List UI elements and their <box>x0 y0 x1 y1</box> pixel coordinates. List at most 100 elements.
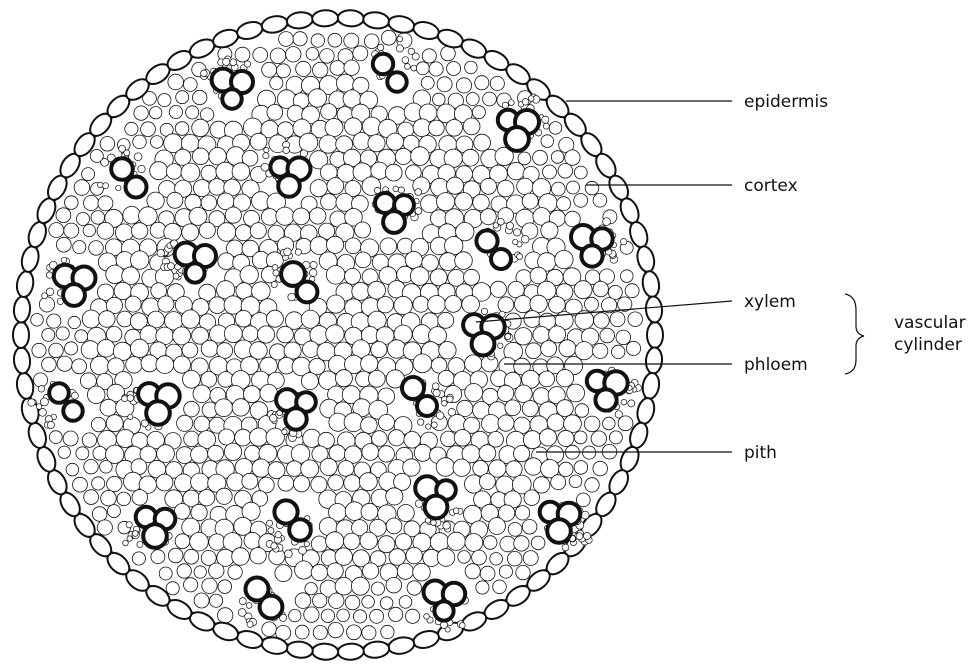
parenchyma-cell <box>76 447 89 460</box>
parenchyma-cell <box>166 582 179 595</box>
parenchyma-cell <box>92 477 105 490</box>
parenchyma-cell <box>428 296 446 314</box>
parenchyma-cell <box>47 314 61 328</box>
parenchyma-cell <box>177 564 191 578</box>
parenchyma-cell <box>65 196 79 210</box>
parenchyma-cell <box>193 180 210 197</box>
label-epidermis: epidermis <box>744 92 828 112</box>
parenchyma-cell <box>574 166 587 179</box>
parenchyma-cell <box>193 385 211 403</box>
phloem-cell <box>543 123 549 129</box>
parenchyma-cell <box>319 135 337 153</box>
parenchyma-cell <box>345 595 360 610</box>
parenchyma-cell <box>381 30 396 45</box>
parenchyma-cell <box>388 430 404 446</box>
parenchyma-cell <box>313 593 327 607</box>
parenchyma-cell <box>514 446 530 462</box>
parenchyma-cell <box>320 49 335 64</box>
parenchyma-cell <box>181 310 199 328</box>
parenchyma-cell <box>132 490 148 506</box>
parenchyma-cell <box>270 48 286 64</box>
parenchyma-cell <box>194 566 206 578</box>
parenchyma-cell <box>57 356 72 371</box>
parenchyma-cell <box>93 446 107 460</box>
parenchyma-cell <box>479 474 495 490</box>
phloem-cell <box>273 270 279 276</box>
parenchyma-cell <box>73 241 86 254</box>
parenchyma-cell <box>49 431 62 444</box>
parenchyma-cell <box>556 370 573 387</box>
parenchyma-cell <box>257 326 274 343</box>
phloem-cell <box>418 419 424 425</box>
xylem-vessel <box>260 596 283 619</box>
parenchyma-cell <box>327 236 344 253</box>
parenchyma-cell <box>151 136 164 149</box>
parenchyma-cell <box>515 385 532 402</box>
xylem-vessel <box>417 396 437 416</box>
parenchyma-cell <box>72 359 87 374</box>
parenchyma-cell <box>362 596 375 609</box>
parenchyma-cell <box>235 225 251 241</box>
phloem-cell <box>266 520 272 526</box>
parenchyma-cell <box>64 223 79 238</box>
parenchyma-cell <box>523 551 538 566</box>
epidermis-cell <box>312 10 339 27</box>
parenchyma-cell <box>126 357 143 374</box>
parenchyma-cell <box>279 32 294 47</box>
parenchyma-cell <box>437 193 455 211</box>
parenchyma-cell <box>75 330 88 343</box>
parenchyma-cell <box>559 340 576 357</box>
parenchyma-cell <box>344 475 361 492</box>
phloem-cell <box>517 254 523 260</box>
phloem-cell <box>271 282 277 288</box>
phloem-cell <box>124 150 130 156</box>
parenchyma-cell <box>66 463 79 476</box>
parenchyma-cell <box>159 567 172 580</box>
phloem-cell <box>263 153 269 159</box>
parenchyma-cell <box>575 404 589 418</box>
parenchyma-cell <box>327 563 343 579</box>
xylem-vessel <box>402 377 424 399</box>
parenchyma-cell <box>278 475 294 491</box>
phloem-cell <box>47 421 54 428</box>
parenchyma-cell <box>411 147 430 166</box>
parenchyma-cell <box>628 312 643 327</box>
phloem-cell <box>284 248 292 256</box>
parenchyma-cell <box>585 478 599 492</box>
parenchyma-cell <box>336 74 354 92</box>
phloem-cell <box>522 99 529 106</box>
phloem-cell <box>128 414 133 419</box>
parenchyma-cell <box>353 133 370 150</box>
parenchyma-cell <box>574 281 592 299</box>
parenchyma-cell <box>574 194 588 208</box>
parenchyma-cell <box>395 148 411 164</box>
phloem-cell <box>261 163 269 171</box>
phloem-cell <box>283 147 290 154</box>
parenchyma-cell <box>276 64 290 78</box>
parenchyma-cell <box>498 415 514 431</box>
phloem-cell <box>432 383 439 390</box>
parenchyma-cell <box>209 297 226 314</box>
parenchyma-cell <box>313 626 327 640</box>
parenchyma-cell <box>441 431 457 447</box>
parenchyma-cell <box>458 551 471 564</box>
phloem-cell <box>493 223 498 228</box>
parenchyma-cell <box>232 163 250 181</box>
parenchyma-cell <box>106 265 124 283</box>
parenchyma-cell <box>277 326 294 343</box>
parenchyma-cell <box>286 47 301 62</box>
parenchyma-cell <box>184 401 200 417</box>
phloem-cell <box>309 269 317 277</box>
phloem-cell <box>584 532 591 539</box>
phloem-cell <box>285 550 293 558</box>
parenchyma-cell <box>389 607 403 621</box>
parenchyma-cell <box>252 459 270 477</box>
parenchyma-cell <box>304 607 319 622</box>
phloem-cell <box>628 400 635 407</box>
phloem-cell <box>581 511 589 519</box>
parenchyma-cell <box>63 431 78 446</box>
parenchyma-cell <box>465 534 483 552</box>
parenchyma-cell <box>410 267 429 286</box>
parenchyma-cell <box>335 577 353 595</box>
